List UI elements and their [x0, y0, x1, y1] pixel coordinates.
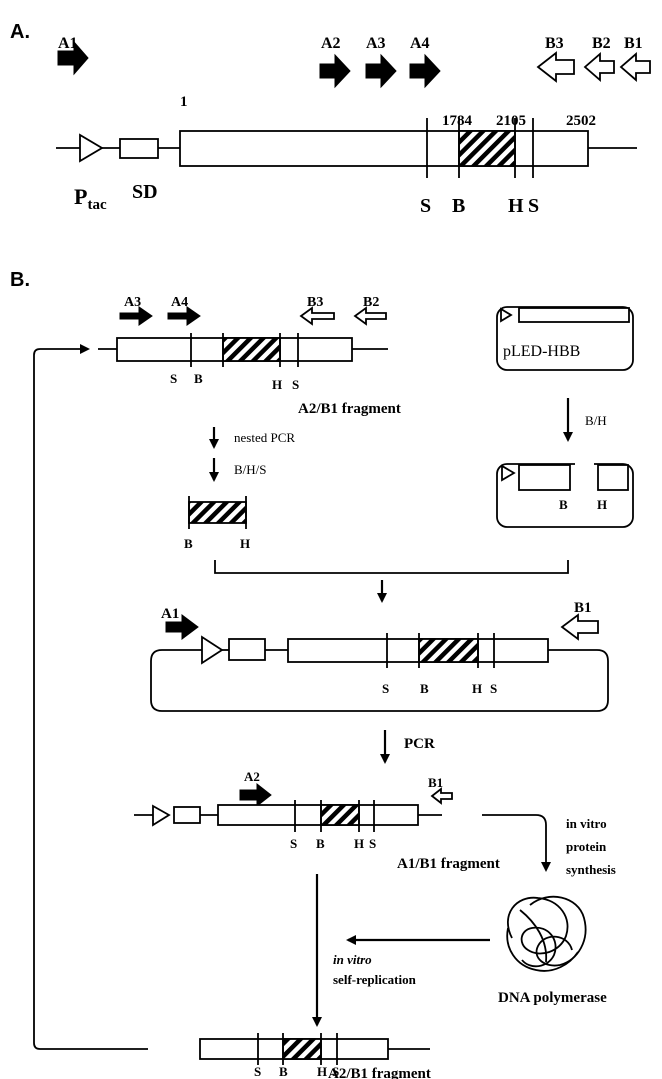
site-h-label: H [472, 681, 482, 696]
primer-a3: A3 [366, 35, 396, 87]
nested-pcr-label: nested PCR [234, 430, 295, 445]
plasmid-name: pLED-HBB [503, 343, 580, 360]
panel-b-label: B. [10, 269, 30, 291]
site-s-label: S [170, 371, 177, 386]
promoter-label: Ptac [74, 184, 107, 213]
protein-synthesis-line3: synthesis [566, 862, 616, 877]
primer-b3: B3 [538, 35, 574, 81]
protein-synthesis-line2: protein [566, 839, 607, 854]
reverse-arrow-icon [585, 54, 614, 80]
dna-polymerase-icon [507, 897, 585, 971]
sd-label: SD [132, 181, 158, 203]
site-h-label: H [354, 836, 364, 851]
site-h-label: H [508, 195, 524, 217]
site-h-label: H [272, 377, 282, 392]
site-s2-label: S [292, 377, 299, 392]
protein-synthesis-line1: in vitro [566, 816, 607, 831]
pcr-label: PCR [404, 736, 435, 752]
site-h-label: H [597, 497, 607, 512]
insert-fragment [189, 502, 246, 523]
digest-bh-label: B/H [585, 413, 607, 428]
reverse-arrow-icon [538, 53, 574, 81]
position-2105: 2105 [496, 113, 526, 129]
a2b1-fragment-label: A2/B1 fragment [298, 401, 401, 417]
reverse-arrow-icon [621, 54, 650, 80]
reverse-arrow-icon [301, 308, 334, 324]
primer-a4-label: A4 [171, 295, 188, 310]
site-b-label: B [452, 195, 465, 217]
pcr-product: S B H S [134, 800, 442, 851]
site-h-label: H [240, 536, 250, 551]
forward-arrow-icon [410, 55, 440, 87]
primer-a1: A1 [58, 35, 88, 74]
digest-bhs-label: B/H/S [234, 462, 267, 477]
site-s-label: S [382, 681, 389, 696]
primer-b2: B2 [585, 35, 614, 80]
site-s-label: S [290, 836, 297, 851]
panel-a-label: A. [10, 21, 30, 43]
site-h-label: H [317, 1064, 327, 1079]
sd-box [120, 139, 158, 158]
primer-a2-label: A2 [244, 769, 260, 784]
primer-a2-label: A2 [321, 35, 341, 52]
primer-b1-label: B1 [624, 35, 643, 52]
site-b-label: B [279, 1064, 288, 1079]
site-b-label: B [194, 371, 203, 386]
primer-b2-label: B2 [592, 35, 611, 52]
panel-b: B. A3 A4 B3 B2 S B H S A2/B1 fragment ne [10, 269, 633, 1079]
site-b-label: B [184, 536, 193, 551]
forward-arrow-icon [240, 784, 271, 806]
primer-b1-label: B1 [574, 600, 592, 616]
pled-hbb-plasmid: pLED-HBB [497, 307, 633, 370]
position-2502: 2502 [566, 113, 596, 129]
site-b-label: B [559, 497, 568, 512]
primer-b1-label: B1 [428, 775, 443, 790]
position-1784: 1784 [442, 113, 473, 129]
construct-map [56, 118, 637, 178]
primer-a4-label: A4 [410, 35, 430, 52]
reverse-arrow-icon [562, 615, 598, 639]
reverse-arrow-icon [432, 789, 452, 803]
site-b-label: B [420, 681, 429, 696]
reverse-arrow-icon [355, 308, 386, 324]
site-s2-label: S [528, 195, 539, 217]
position-1: 1 [180, 94, 188, 110]
self-replication-italic: in vitro [333, 952, 372, 967]
dna-polymerase-label: DNA polymerase [498, 990, 607, 1006]
feedback-arrow [34, 349, 148, 1049]
primer-b1: B1 [621, 35, 650, 80]
gene-box [180, 131, 588, 166]
ligated-plasmid: S B H S [151, 633, 608, 711]
promoter-icon [153, 806, 169, 825]
primer-a3-label: A3 [366, 35, 386, 52]
primer-a2: A2 [320, 35, 350, 87]
primer-a1-label: A1 [161, 606, 179, 622]
a1b1-fragment-label: A1/B1 fragment [397, 856, 500, 872]
hatched-region [459, 131, 515, 166]
final-fragment-label: A2/B1 fragment [328, 1066, 431, 1079]
site-b-label: B [316, 836, 325, 851]
site-s-label: S [420, 195, 431, 217]
promoter-icon [202, 637, 222, 663]
site-s2-label: S [490, 681, 497, 696]
ligation-bracket [215, 560, 568, 573]
cut-plasmid: B H [497, 460, 633, 527]
self-replication-label: self-replication [333, 972, 417, 987]
top-fragment [98, 333, 388, 367]
promoter-icon [80, 135, 102, 161]
primer-b3-label: B3 [545, 35, 564, 52]
forward-arrow-icon [320, 55, 350, 87]
site-s-label: S [254, 1064, 261, 1079]
site-s2-label: S [369, 836, 376, 851]
panel-a: A. A1 A2 A3 A4 B3 B2 B1 [10, 21, 650, 217]
forward-arrow-icon [366, 55, 396, 87]
primer-a4: A4 [410, 35, 440, 87]
primer-b3-label: B3 [307, 295, 323, 310]
